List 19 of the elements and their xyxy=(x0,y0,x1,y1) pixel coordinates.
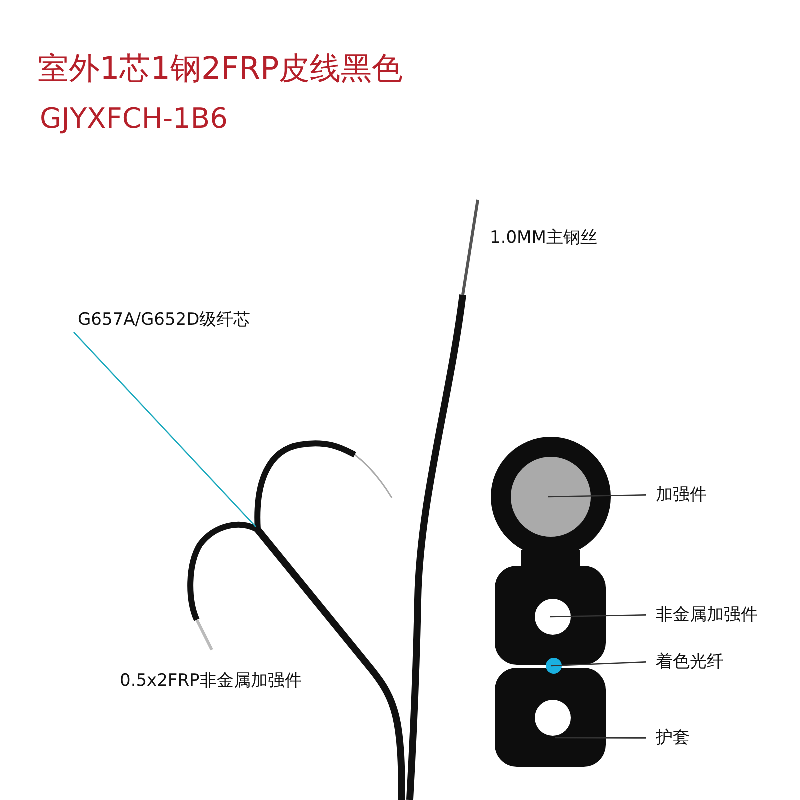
rod-hole xyxy=(535,700,571,736)
leader-line xyxy=(555,737,646,739)
rod-hole xyxy=(535,599,571,635)
leader-line xyxy=(74,332,256,528)
leader-line xyxy=(550,662,646,667)
cable-jacket-cross-section xyxy=(491,437,611,767)
strength-member-circle xyxy=(511,457,591,537)
fiber-dot xyxy=(546,658,562,674)
part-label: 护套 xyxy=(656,728,690,748)
part-label: 非金属加强件 xyxy=(656,605,758,626)
part-label: 加强件 xyxy=(656,485,707,506)
part-label: 着色光纤 xyxy=(656,652,724,672)
leader-line xyxy=(550,614,646,618)
part-label: 1.0MM主钢丝 xyxy=(490,228,598,248)
fiber-label: G657A/G652D级纤芯 xyxy=(78,310,251,330)
model-code: GJYXFCH-1B6 xyxy=(40,102,228,136)
part-label: 0.5x2FRP非金属加强件 xyxy=(120,671,302,692)
leader-line xyxy=(548,494,646,498)
title: 室外1芯1钢2FRP皮线黑色 xyxy=(38,50,404,89)
